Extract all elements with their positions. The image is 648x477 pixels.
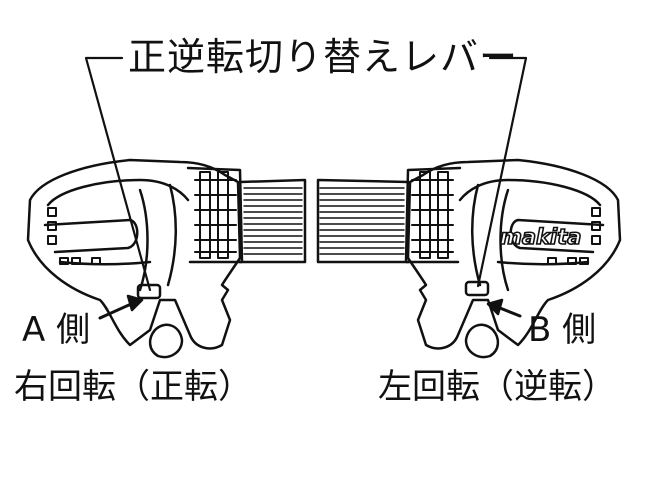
brand-logo: makita (500, 225, 581, 249)
reverse-rotation-caption: 左回転（逆転） (378, 367, 616, 407)
right-leader-line (476, 56, 528, 288)
leader-lines (84, 56, 528, 292)
side-b-label: B 側 (528, 310, 597, 350)
right-lever (464, 280, 490, 297)
left-drill (26, 158, 307, 359)
right-drill (316, 158, 622, 359)
lever-title: 正逆転切り替えレバー (128, 35, 519, 79)
left-leader-line (84, 56, 152, 292)
side-a-label: A 側 (22, 310, 91, 350)
forward-rotation-caption: 右回転（正転） (14, 367, 252, 407)
